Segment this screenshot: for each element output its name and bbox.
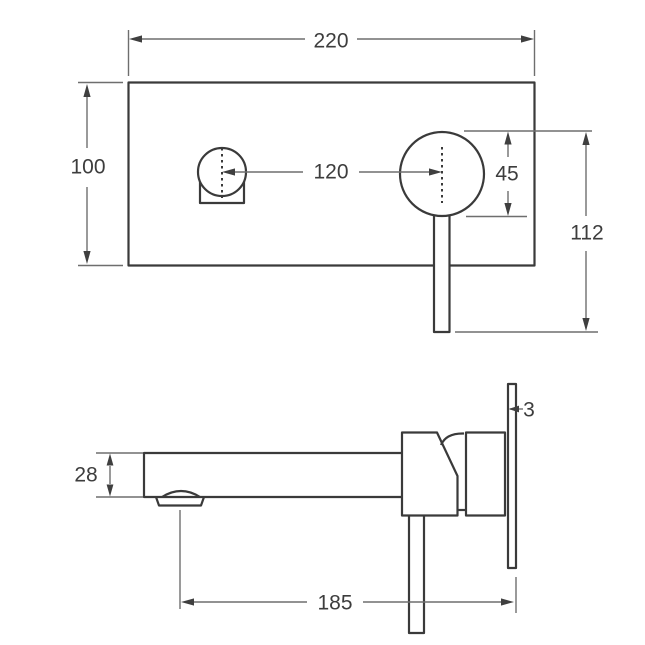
- side-view: 28 3 185: [74, 382, 535, 635]
- dim-spout-height: 28: [74, 452, 143, 498]
- dim-handle-diameter: 45: [464, 130, 592, 218]
- dim-handle-overall-drop: 112: [455, 132, 604, 333]
- spout-side-outline: [142, 451, 402, 499]
- lever-pivot-arc: [439, 432, 465, 446]
- dim-label-spout-reach: 185: [317, 592, 352, 615]
- dim-label-plate-thickness: 3: [523, 399, 535, 422]
- arrowhead-down: [504, 203, 512, 216]
- mixer-valve-body: [400, 431, 459, 517]
- arrowhead-left: [508, 405, 519, 413]
- backplate-side-outline: [506, 382, 518, 570]
- dim-label-spout-height: 28: [74, 464, 97, 487]
- front-view-object: [127, 81, 536, 334]
- dim-plate-width: 220: [127, 30, 536, 76]
- arrowhead-right: [429, 168, 442, 176]
- aerator-skirt: [154, 496, 206, 507]
- arrowhead-right: [501, 598, 514, 606]
- side-view-object: [142, 382, 518, 635]
- dim-plate-thickness: 3: [508, 399, 535, 422]
- dim-label-handle-overall-drop: 112: [570, 222, 603, 245]
- arrowhead-down: [83, 251, 91, 264]
- arrowhead-up: [582, 132, 590, 145]
- arrowhead-down: [582, 318, 590, 331]
- dim-plate-height: 100: [70, 81, 123, 267]
- arrowhead-left: [181, 598, 194, 606]
- arrowhead-left: [129, 35, 142, 43]
- dim-label-plate-height: 100: [70, 156, 105, 179]
- dim-hole-centres: 120: [222, 161, 442, 184]
- dim-label-handle-diameter: 45: [495, 163, 518, 186]
- aerator-dome: [161, 489, 201, 498]
- dim-label-hole-centres: 120: [313, 161, 348, 184]
- dim-spout-reach: 185: [179, 510, 517, 615]
- handle-rosette-circle: [398, 130, 486, 218]
- arrowhead-right: [521, 35, 534, 43]
- arrowhead-up: [106, 453, 114, 466]
- handle-lever-side: [407, 515, 426, 635]
- flange-side-outline: [464, 431, 507, 517]
- handle-lever-front: [432, 203, 451, 334]
- arrowhead-left: [222, 168, 235, 176]
- arrowhead-up: [504, 131, 512, 145]
- dim-label-plate-width: 220: [313, 30, 348, 53]
- front-view: 220 100 120 45: [70, 30, 604, 334]
- arrowhead-down: [106, 484, 114, 497]
- arrowhead-up: [83, 84, 91, 97]
